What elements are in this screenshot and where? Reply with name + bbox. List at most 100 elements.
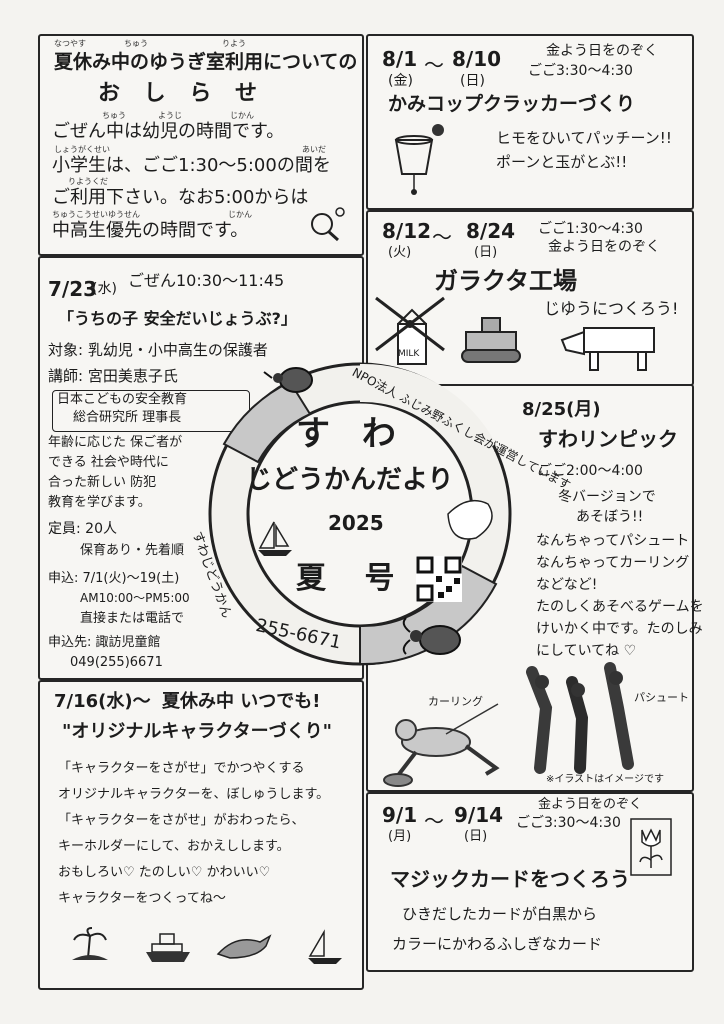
- dolphin-icon: [216, 934, 272, 959]
- safety-capacity: 定員: 20人: [48, 521, 117, 537]
- junk-tilde: ～: [432, 225, 452, 249]
- tulip-icon: [630, 818, 672, 876]
- label-pursuit: パシュート: [634, 691, 689, 704]
- ruby: じかん: [228, 210, 252, 219]
- junk-date-to: 8/24: [466, 219, 516, 243]
- character-line-2: オリジナルキャラクターを、ぼしゅうします。: [58, 787, 330, 802]
- magic-title: マジックカードをつくろう: [390, 867, 630, 891]
- safety-capacity-note: 保育あり・先着順: [80, 543, 185, 558]
- center-issue: 夏 号: [296, 561, 409, 596]
- safety-apply: 申込: 7/1(火)～19(土): [48, 571, 180, 586]
- magic-date-to: 9/14: [454, 803, 504, 827]
- magic-desc-1: ひきだしたカードが白黒から: [402, 905, 598, 923]
- safety-affiliation-2: 総合研究所 理事長: [73, 410, 182, 425]
- junk-desc: じゆうにつくろう!: [544, 299, 679, 318]
- safety-phone: 049(255)6671: [70, 655, 163, 670]
- box-animal-icon: [560, 327, 655, 371]
- olympic-desc-1: 冬バージョンで: [558, 489, 656, 505]
- cup-tilde: ～: [424, 53, 444, 77]
- ruby: しょうがくせい: [54, 145, 110, 154]
- safety-time: ごぜん10:30～11:45: [128, 271, 285, 290]
- olympic-desc-5: などなど!: [536, 577, 598, 593]
- olympic-desc-7: けいかく中です。たのしみ: [536, 621, 703, 637]
- ruby: ちゅう: [102, 111, 126, 120]
- olympic-date: 8/25(月): [522, 399, 601, 420]
- ruby: ちゅうこうせいゆうせん: [52, 210, 140, 219]
- label-curling: カーリング: [428, 695, 483, 708]
- pursuit-skaters-icon: [526, 662, 634, 774]
- character-title-2: "オリジナルキャラクターづくり": [62, 721, 333, 742]
- magic-date-from: 9/1: [382, 803, 418, 827]
- milk-carton-windmill-icon: [375, 296, 445, 365]
- ruby: ちゅう: [124, 39, 148, 48]
- safety-apply-to: 申込先: 諏訪児童館: [48, 635, 161, 650]
- notice-section: 夏休み中のゆうぎ室利用についての お し ら せ ごぜん中は幼児の時間です。 小…: [38, 34, 364, 256]
- safety-target: 対象: 乳幼児・小中高生の保護者: [48, 341, 268, 359]
- olympic-time: ごご2:00～4:00: [538, 463, 643, 479]
- cup-desc-1: ヒモをひいてパッチーン!!: [496, 129, 672, 147]
- center-suwa: す わ: [296, 414, 406, 454]
- olympic-title: すわリンピック: [538, 427, 678, 451]
- olympic-caption: ※イラストはイメージです: [546, 774, 664, 785]
- olympic-desc-4: なんちゃってカーリング: [536, 555, 690, 571]
- olympic-desc-3: なんちゃってパシュート: [536, 533, 690, 549]
- magic-tilde: ～: [424, 809, 444, 833]
- ship-icon: [146, 933, 190, 962]
- notice-title: 夏休み中のゆうぎ室利用についての: [54, 51, 358, 73]
- magic-date-to-day: (日): [464, 829, 488, 844]
- safety-day: (水): [92, 281, 117, 297]
- safety-title: 「うちの子 安全だいじょうぶ?」: [58, 309, 297, 328]
- character-line-3: 「キャラクターをさがせ」がおわったら、: [58, 813, 305, 828]
- cup-title: かみコップクラッカーづくり: [388, 93, 636, 115]
- safety-desc-4: 教育を学びます。: [48, 495, 151, 510]
- notice-line-3: ご利用下さい。なお5:00からは: [52, 187, 309, 208]
- milk-label: MILK: [398, 349, 420, 359]
- olympic-desc-8: にしていてね ♡: [536, 643, 637, 659]
- junk-title: ガラクタ工場: [434, 267, 578, 295]
- magic-note: 金よう日をのぞく: [538, 797, 643, 812]
- sailboat-icon: [258, 521, 292, 556]
- center-name: じどうかんだより: [246, 465, 454, 495]
- magic-time: ごご3:30～4:30: [516, 815, 621, 831]
- cup-cracker-section: 8/1 (金) ～ 8/10 (日) 金よう日をのぞく ごご3:30～4:30 …: [366, 34, 694, 210]
- ruby: じかん: [230, 111, 254, 120]
- safety-desc-2: できる 社会や時代に: [48, 455, 169, 470]
- cup-time: ごご3:30～4:30: [528, 63, 633, 79]
- character-section: 7/16(水)～ 夏休み中 いつでも! "オリジナルキャラクターづくり" 「キャ…: [38, 680, 364, 990]
- magic-desc-2: カラーにかわるふしぎなカード: [392, 935, 603, 953]
- junk-time: ごご1:30～4:30: [538, 221, 643, 237]
- stag-beetle-icon: [402, 617, 461, 655]
- ruby: なつやす: [54, 39, 86, 48]
- magic-card-section: 9/1 (月) ～ 9/14 (日) ごご3:30～4:30 金よう日をのぞく …: [366, 792, 694, 972]
- qr-code: [416, 556, 462, 602]
- notice-line-4: 中高生優先の時間です。: [52, 220, 249, 241]
- ruby: りようくだ: [68, 177, 108, 186]
- beetle-icon: [263, 367, 313, 393]
- olympic-desc-2: あそぼう!!: [576, 509, 644, 525]
- safety-desc-3: 合った新しい 防犯: [48, 475, 157, 490]
- cup-date-from: 8/1: [382, 47, 418, 71]
- safety-apply-time: AM10:00～PM5:00: [80, 591, 190, 605]
- curling-player-icon: [383, 703, 500, 787]
- ruby: ようじ: [158, 111, 182, 120]
- junk-date-from: 8/12: [382, 219, 432, 243]
- notice-line-2: 小学生は、ごご1:30～5:00の間を: [52, 155, 331, 176]
- junk-date-from-day: (火): [388, 245, 412, 260]
- character-date: 7/16(水)～: [54, 691, 151, 712]
- character-line-5: おもしろい♡ たのしい♡ かわいい♡: [58, 865, 271, 880]
- cup-date-to-day: (日): [460, 73, 485, 89]
- junk-note: 金よう日をのぞく: [548, 239, 660, 255]
- island-icon: [72, 927, 108, 960]
- character-title-1: 夏休み中 いつでも!: [162, 691, 321, 712]
- safety-apply-how: 直接または電話で: [80, 611, 185, 626]
- character-line-6: キャラクターをつくってね～: [58, 891, 226, 906]
- center-year: 2025: [328, 511, 384, 535]
- sailboat-small-icon: [308, 929, 342, 964]
- ping-pong-icon: [311, 207, 345, 242]
- junk-date-to-day: (日): [474, 245, 498, 260]
- cup-date-from-day: (金): [388, 73, 413, 89]
- character-line-4: キーホルダーにして、おかえしします。: [58, 839, 290, 854]
- magic-date-from-day: (月): [388, 829, 412, 844]
- olympic-desc-6: たのしくあそべるゲームを: [536, 599, 704, 615]
- notice-line-1: ごぜん中は幼児の時間です。: [52, 121, 285, 142]
